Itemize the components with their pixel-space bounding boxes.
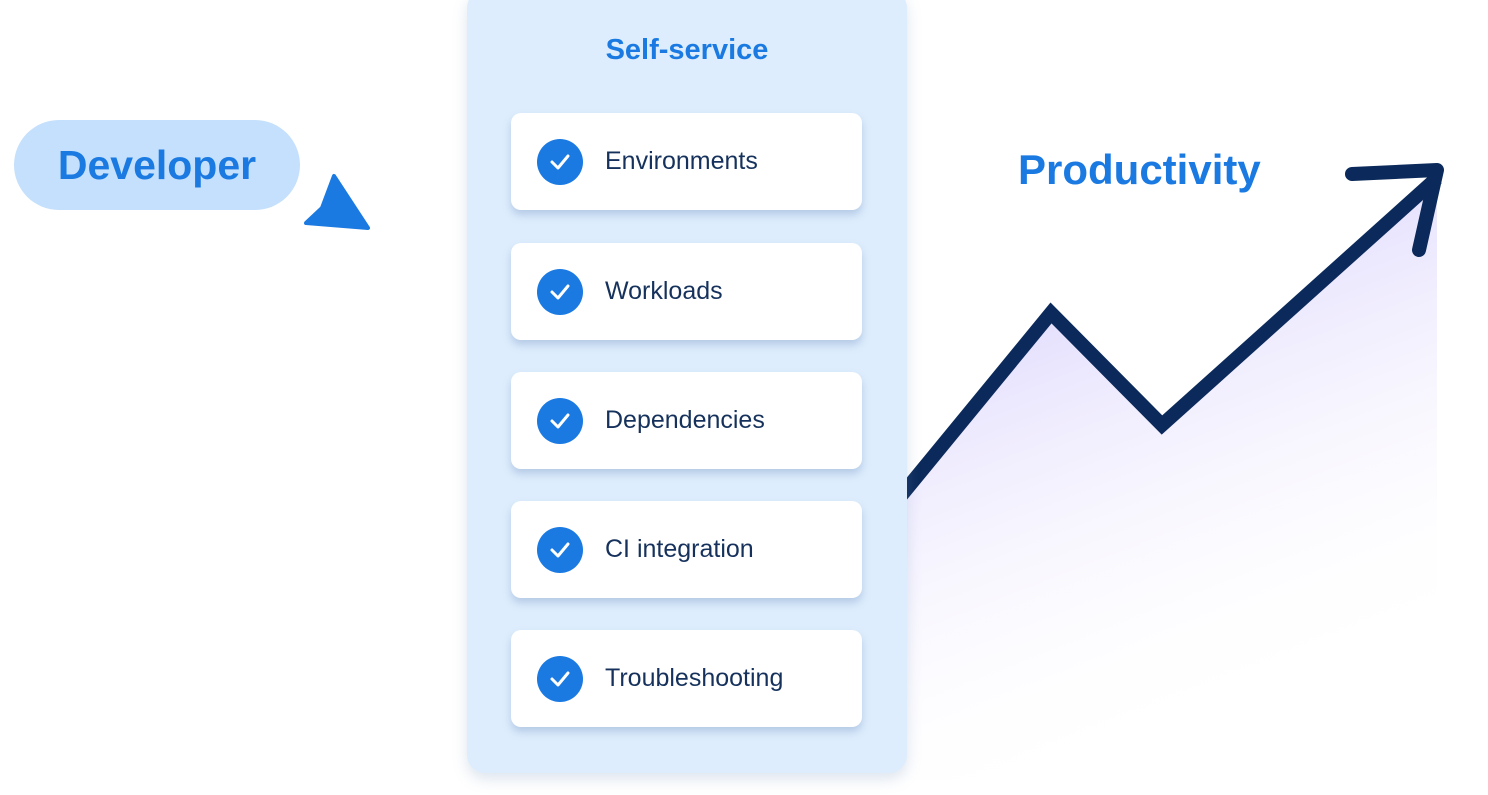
item-label: Troubleshooting [605,664,784,692]
self-service-title: Self-service [605,34,769,66]
item-label: Workloads [605,277,723,305]
trend-line [894,172,1442,502]
check-icon [537,397,583,444]
developer-label: Developer [57,141,257,188]
item-label: CI integration [605,535,754,563]
check-icon [537,526,583,573]
list-item-ci-integration: CI integration [511,501,862,598]
developer-badge: Developer [14,120,300,210]
check-icon [537,655,583,702]
list-item-workloads: Workloads [511,243,862,340]
list-item-dependencies: Dependencies [511,372,862,469]
arrow-head-icon [1345,163,1444,257]
self-service-panel: Self-service Environments Workloads Depe… [467,0,907,773]
list-item-troubleshooting: Troubleshooting [511,630,862,727]
list-item-environments: Environments [511,113,862,210]
item-label: Dependencies [605,406,765,434]
trend-area-fill [900,178,1437,780]
cursor-pointer-icon [304,174,370,230]
check-icon [537,138,583,185]
check-icon [537,268,583,315]
productivity-label: Productivity [1018,146,1261,193]
item-label: Environments [605,147,758,175]
